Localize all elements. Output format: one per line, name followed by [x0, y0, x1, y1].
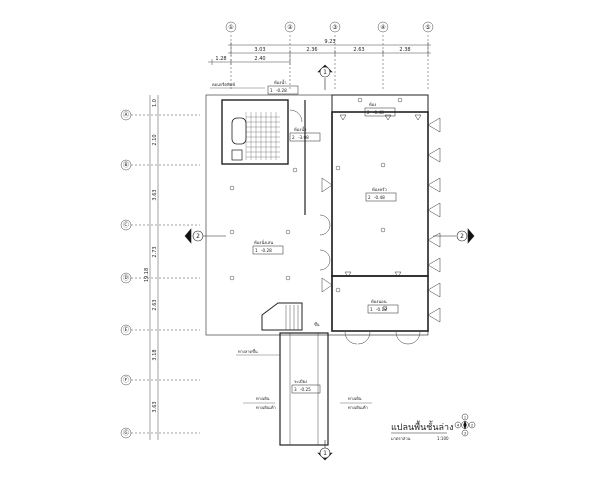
section-label-left: 2: [196, 233, 200, 240]
room-code: 2: [368, 195, 371, 200]
walkway: [279, 332, 329, 446]
note-right: ทางเดินเท้า: [348, 405, 368, 410]
room-code: 1: [255, 248, 258, 253]
window-markers-right: [321, 117, 441, 323]
room-name: ห้องนั่งเล่น: [254, 239, 273, 245]
room-level: -0.25: [300, 387, 311, 392]
walkway-left-note: ทางเดิน: [256, 396, 270, 401]
compass-w: 4: [457, 424, 460, 428]
room-tags: [252, 85, 399, 394]
dimension-span: 2.36: [306, 47, 317, 53]
toilet-fixture: [231, 149, 243, 161]
dimension-span: 3.03: [254, 47, 265, 53]
grid-column-label: ③: [332, 24, 337, 31]
room-name: ระเบียง: [294, 379, 307, 384]
section-label-top: 1: [323, 69, 327, 76]
grid-column-label: ④: [380, 24, 385, 31]
grid-row-labels: Ⓐ Ⓑ Ⓒ Ⓓ Ⓔ Ⓕ Ⓖ: [123, 111, 129, 437]
stair: [261, 302, 303, 331]
leader-lines: [210, 87, 372, 404]
grid-columns: [225, 21, 434, 90]
scale-prefix: มาตราส่วน: [391, 436, 411, 441]
room-level: -0.28: [276, 88, 287, 93]
wall-triangles-top: [339, 114, 422, 278]
grid-column-label: ⑤: [425, 24, 430, 31]
room-level: -0.28: [261, 248, 272, 253]
dimension-span: 3.18: [152, 349, 158, 360]
compass-labels: 1 2 3 4: [457, 416, 473, 436]
dimension-span: 3.63: [152, 401, 158, 412]
grid-row-label: Ⓑ: [123, 161, 129, 169]
dimension-offset: 1.28: [215, 56, 226, 62]
grid-column-labels: ① ② ③ ④ ⑤: [228, 24, 430, 31]
room-code: 3: [294, 387, 297, 392]
dimension-span: 1.0: [152, 99, 158, 107]
room-level: -3.08: [298, 135, 309, 140]
ramp-note: ทางลาดขึ้น: [238, 347, 258, 354]
section-label-right: 2: [460, 233, 464, 240]
door-swings: [289, 109, 421, 345]
section-label-bottom: 1: [323, 450, 327, 457]
entry-note: คอนกรีตพิมพ์: [212, 82, 235, 87]
dimension-span: 2.38: [399, 47, 410, 53]
room-level: -0.18: [376, 307, 387, 312]
room-tag-text: ห้องน้ำ 1 -0.28 ห้องน้ำ 2 -3.08 ห้องนั่ง…: [254, 79, 387, 392]
dimension-span: 2.10: [152, 134, 158, 145]
section-markers: [184, 64, 475, 461]
note-left: ทางเดินเท้า: [256, 405, 276, 410]
room-name: ห้อง: [369, 102, 376, 107]
dimension-span: 3.63: [152, 189, 158, 200]
room-code: 1: [270, 88, 273, 93]
room-code: 2: [292, 135, 295, 140]
dimension-span: 2.73: [152, 246, 158, 257]
room-name: ห้องน้ำ: [294, 126, 307, 132]
grid-row-label: Ⓓ: [123, 274, 129, 282]
dimension-overall: 9.23: [324, 39, 335, 45]
compass-n: 1: [464, 416, 466, 420]
compass-icon: [454, 413, 476, 437]
bathroom-tile-grid: [245, 112, 280, 160]
dimension-span: 2.63: [152, 299, 158, 310]
grid-column-label: ②: [287, 24, 293, 31]
grid-rows: [120, 95, 200, 440]
room-code: 1: [370, 307, 373, 312]
dimension-span: 2.63: [353, 47, 364, 53]
section-marker-labels: 1 1 2 2: [196, 69, 464, 457]
compass-e: 2: [471, 424, 473, 428]
grid-row-label: Ⓕ: [123, 376, 129, 384]
room-level: -0.48: [373, 110, 384, 115]
grid-row-label: Ⓔ: [123, 326, 129, 334]
grid-row-label: Ⓖ: [123, 429, 129, 437]
grid-row-label: Ⓒ: [123, 221, 129, 229]
fixture-dots: [229, 97, 403, 311]
compass-s: 3: [464, 432, 466, 436]
room-level: -0.48: [374, 195, 385, 200]
leader-text: คอนกรีตพิมพ์ ทางลาดขึ้น ทางเดิน ทางเดินเ…: [212, 82, 368, 410]
grid-row-label: Ⓐ: [123, 111, 129, 119]
room-code: 2: [367, 110, 370, 115]
room-name: ห้องครัว: [372, 187, 387, 192]
drawing-scale: 1:100: [437, 436, 449, 441]
top-dimension-lines: [208, 42, 431, 65]
dimension-offset: 2.40: [254, 56, 265, 62]
top-dimension-text: 9.23 3.03 2.36 2.63 2.38 1.28 2.40: [215, 39, 410, 62]
drawing-title: แปลนพื้นชั้นล่าง: [391, 420, 454, 433]
dimension-overall: 19.18: [144, 268, 150, 282]
room-name: ห้องน้ำ: [274, 79, 287, 85]
room-name: ห้องนอน: [371, 299, 387, 304]
stair-label: ขึ้น: [314, 320, 320, 327]
walls: [205, 94, 429, 336]
grid-column-label: ①: [228, 24, 233, 31]
bathtub-fixture: [231, 117, 247, 145]
walkway-right-note: ทางเดิน: [348, 396, 362, 401]
left-dimension-text: 19.18 1.0 2.10 3.63 2.73 2.63 3.18 3.63: [144, 99, 158, 413]
title-block: แปลนพื้นชั้นล่าง มาตราส่วน 1:100: [391, 420, 454, 441]
